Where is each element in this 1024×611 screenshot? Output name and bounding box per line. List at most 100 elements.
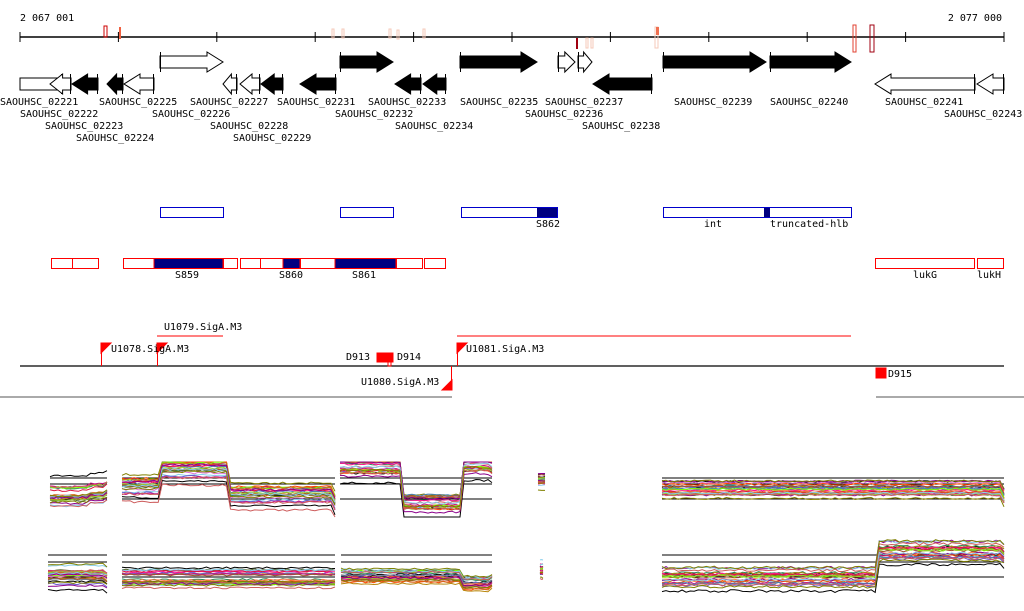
- expression-line: [47, 574, 108, 578]
- gene-label[interactable]: SAOUHSC_02228: [210, 121, 289, 132]
- gene-arrow[interactable]: [976, 73, 1005, 95]
- gene-label[interactable]: SAOUHSC_02224: [76, 133, 155, 144]
- gene-arrow[interactable]: [394, 73, 422, 95]
- expression-line: [47, 588, 108, 594]
- ruler-marker: [869, 24, 875, 53]
- promoter-label[interactable]: U1079.SigA.M3: [164, 322, 243, 333]
- gene-label[interactable]: SAOUHSC_02225: [99, 97, 178, 108]
- expression-panel: [49, 470, 108, 508]
- gene-arrow[interactable]: [260, 72, 284, 96]
- gene-label[interactable]: SAOUHSC_02240: [770, 97, 849, 108]
- expression-line: [49, 496, 108, 505]
- gene-arrow[interactable]: [123, 73, 155, 95]
- gene-label[interactable]: SAOUHSC_02227: [190, 97, 269, 108]
- gene-label[interactable]: SAOUHSC_02235: [460, 97, 539, 108]
- expression-line: [539, 571, 544, 574]
- gene-arrow[interactable]: [299, 73, 337, 95]
- gene-label[interactable]: SAOUHSC_02226: [152, 109, 231, 120]
- feature-label: S860: [279, 270, 304, 281]
- expression-line: [661, 486, 1005, 496]
- gene-arrow[interactable]: [662, 51, 767, 73]
- expression-line: [47, 581, 108, 585]
- expression-plots: [47, 461, 1005, 594]
- ruler-marker: [576, 38, 578, 49]
- gene-arrow[interactable]: [222, 72, 238, 96]
- expression-line: [339, 466, 493, 508]
- expression-line: [340, 570, 493, 581]
- expression-line: [121, 578, 336, 582]
- expression-line: [661, 555, 1005, 586]
- gene-arrow[interactable]: [49, 72, 72, 96]
- gene-arrow[interactable]: [71, 73, 99, 95]
- gene-label[interactable]: SAOUHSC_02234: [395, 121, 474, 132]
- ruler-marker: [852, 24, 857, 53]
- expression-line: [661, 539, 1005, 570]
- expression-line: [47, 584, 108, 589]
- gene-label[interactable]: SAOUHSC_02241: [885, 97, 964, 108]
- promoter-label[interactable]: U1080.SigA.M3: [361, 377, 440, 388]
- gene-arrow[interactable]: [874, 73, 976, 95]
- gene-label[interactable]: SAOUHSC_02221: [0, 97, 79, 108]
- expression-line: [661, 487, 1005, 498]
- gene-arrow[interactable]: [106, 72, 124, 96]
- blue-feature-fill: [537, 208, 557, 217]
- blue-feature[interactable]: [663, 207, 852, 218]
- expression-line: [339, 472, 493, 514]
- expression-line: [661, 558, 1005, 589]
- gene-arrow[interactable]: [339, 51, 394, 73]
- expression-line: [121, 476, 336, 510]
- expression-line: [661, 556, 1005, 587]
- expression-line: [47, 573, 108, 579]
- expression-line: [661, 491, 1005, 501]
- promoter-label[interactable]: D915: [888, 369, 913, 380]
- gene-arrow[interactable]: [577, 50, 593, 74]
- gene-arrow[interactable]: [239, 72, 261, 96]
- gene-arrow[interactable]: [459, 51, 538, 73]
- blue-feature[interactable]: [340, 207, 394, 218]
- blue-feature[interactable]: [461, 207, 558, 218]
- gene-label[interactable]: SAOUHSC_02238: [582, 121, 661, 132]
- expression-line: [661, 479, 1005, 489]
- expression-line: [49, 481, 108, 488]
- gene-label[interactable]: SAOUHSC_02223: [45, 121, 124, 132]
- gene-arrow[interactable]: [557, 50, 576, 74]
- gene-label[interactable]: SAOUHSC_02233: [368, 97, 447, 108]
- expression-line: [661, 562, 1005, 594]
- promoter-label[interactable]: D913: [346, 352, 371, 363]
- gene-arrow[interactable]: [159, 51, 224, 73]
- expression-line: [47, 574, 108, 579]
- ruler-marker: [119, 27, 121, 39]
- promoter-label[interactable]: U1078.SigA.M3: [111, 344, 190, 355]
- gene-label[interactable]: SAOUHSC_02237: [545, 97, 624, 108]
- expression-line: [47, 564, 108, 568]
- expression-line: [121, 483, 336, 518]
- gene-arrow[interactable]: [592, 73, 653, 95]
- expression-line: [47, 571, 108, 576]
- expression-line: [47, 577, 108, 583]
- expression-panel: [661, 477, 1005, 508]
- gene-label[interactable]: SAOUHSC_02231: [277, 97, 356, 108]
- expression-line: [661, 493, 1005, 504]
- feature-label: int: [704, 219, 723, 230]
- gene-label[interactable]: SAOUHSC_02236: [525, 109, 604, 120]
- gene-arrow[interactable]: [422, 73, 447, 95]
- expression-line: [121, 569, 336, 573]
- expression-line: [49, 489, 108, 498]
- gene-arrow[interactable]: [769, 51, 852, 73]
- expression-line: [537, 482, 546, 484]
- gene-label[interactable]: SAOUHSC_02239: [674, 97, 753, 108]
- gene-label[interactable]: SAOUHSC_02232: [335, 109, 414, 120]
- expression-line: [661, 544, 1005, 575]
- expression-panel: [537, 473, 546, 491]
- gene-label[interactable]: SAOUHSC_02229: [233, 133, 312, 144]
- promoter-label[interactable]: U1081.SigA.M3: [466, 344, 545, 355]
- expression-line: [661, 551, 1005, 582]
- expression-line: [49, 489, 108, 498]
- expression-line: [121, 572, 336, 576]
- promoter-label[interactable]: D914: [397, 352, 422, 363]
- blue-feature[interactable]: [160, 207, 224, 218]
- flag-icon: [456, 342, 469, 355]
- gene-label[interactable]: SAOUHSC_02222: [20, 109, 99, 120]
- gene-label[interactable]: SAOUHSC_02243: [944, 109, 1023, 120]
